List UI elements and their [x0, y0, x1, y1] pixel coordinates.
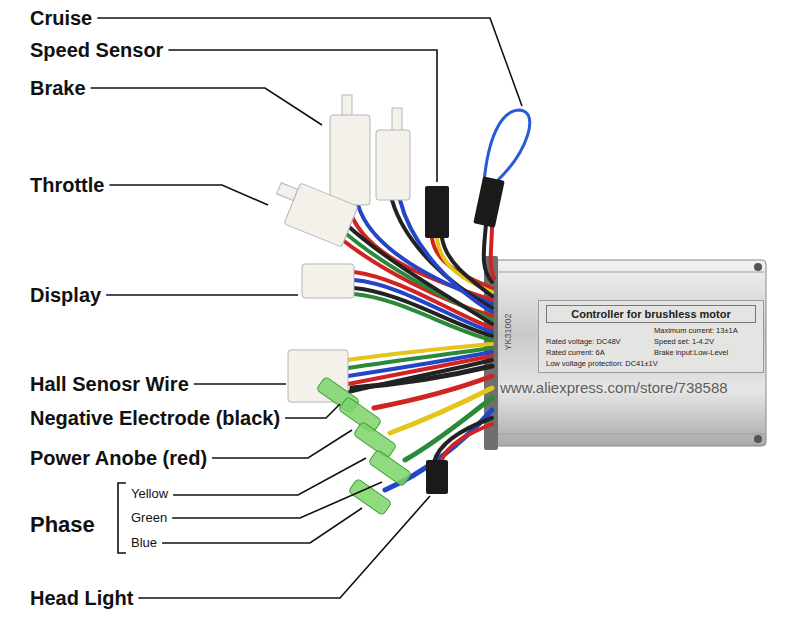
part-label: Negative Electrode (black) — [30, 407, 280, 429]
spec-line: Rated voltage: DC48V — [546, 337, 648, 347]
spec-line: Speed set: 1-4.2V — [654, 337, 756, 347]
leader-line — [109, 185, 268, 205]
part-label: Display — [30, 284, 101, 306]
part-label: Head Light — [30, 587, 133, 609]
part-label: Power Anobe (red) — [30, 447, 207, 469]
leader-line — [285, 404, 340, 418]
controller-housing — [484, 256, 766, 450]
spec-line: Rated current: 6A — [546, 348, 648, 358]
part-label: Hall Senosr Wire — [30, 373, 189, 395]
part-label: Speed Sensor — [30, 39, 163, 61]
leader-lines — [91, 18, 522, 598]
phase-bracket — [118, 483, 126, 553]
wire-color: Blue — [131, 536, 157, 550]
leader-line — [194, 383, 286, 385]
spec-line: Maximum current: 13±1A — [654, 326, 756, 336]
leader-line — [138, 496, 430, 598]
leader-line — [162, 508, 362, 543]
group-label: Phase — [30, 513, 95, 537]
part-label: Brake — [30, 77, 86, 99]
part-label: Cruise — [30, 7, 92, 29]
wire-color: Green — [131, 511, 167, 525]
connectors — [277, 95, 505, 516]
model-stamp: YK31002 — [504, 313, 514, 350]
leader-line — [91, 88, 322, 125]
leader-line — [168, 50, 437, 182]
spec-line: Brake input:Low-Level — [654, 348, 756, 358]
spec-line: Low voltage protection: DC41±1V — [546, 359, 756, 369]
part-label: Throttle — [30, 174, 104, 196]
spec-plate: Controller for brushless motorMaximum cu… — [538, 300, 764, 373]
leader-line — [106, 294, 298, 296]
leader-line — [97, 18, 522, 106]
wire-color: Yellow — [131, 487, 168, 501]
watermark: www.aliexpress.com/store/738588 — [500, 380, 728, 397]
leader-line — [172, 482, 382, 518]
leader-line — [212, 430, 352, 458]
plate-title: Controller for brushless motor — [546, 305, 756, 323]
